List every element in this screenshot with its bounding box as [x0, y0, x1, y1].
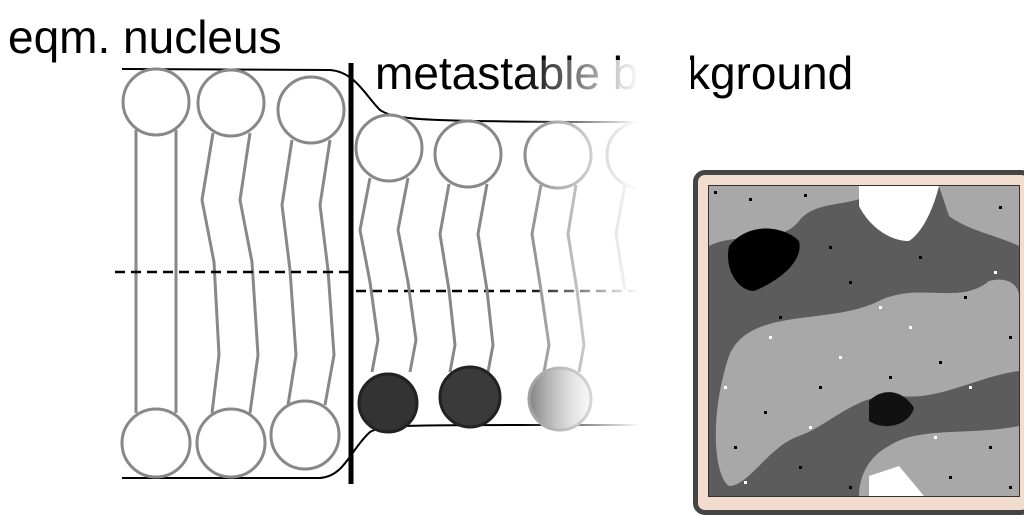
noise-dots [714, 191, 1012, 489]
lipid-domain-snapshot [708, 185, 1020, 497]
light-domain-center [715, 279, 1019, 486]
background-lipid-1 [354, 113, 424, 434]
fade-overlay [520, 60, 660, 490]
simulation-snapshot-frame [693, 170, 1024, 515]
white-domain-top [859, 186, 939, 241]
nucleus-lipid-3 [269, 75, 346, 471]
white-noise-dots [724, 271, 997, 484]
black-domain-top [728, 228, 800, 291]
white-domain-bottom [869, 466, 924, 496]
light-domain-right [939, 186, 1019, 246]
fade-cover [655, 60, 691, 490]
nucleus-lipid-1 [120, 67, 192, 479]
eqm-nucleus-label: eqm. nucleus [8, 11, 282, 63]
nucleus-lipid-2 [195, 68, 267, 479]
background-lipid-2 [433, 119, 503, 429]
black-domain-bottom [869, 392, 914, 427]
nucleus-lipids [120, 67, 346, 479]
